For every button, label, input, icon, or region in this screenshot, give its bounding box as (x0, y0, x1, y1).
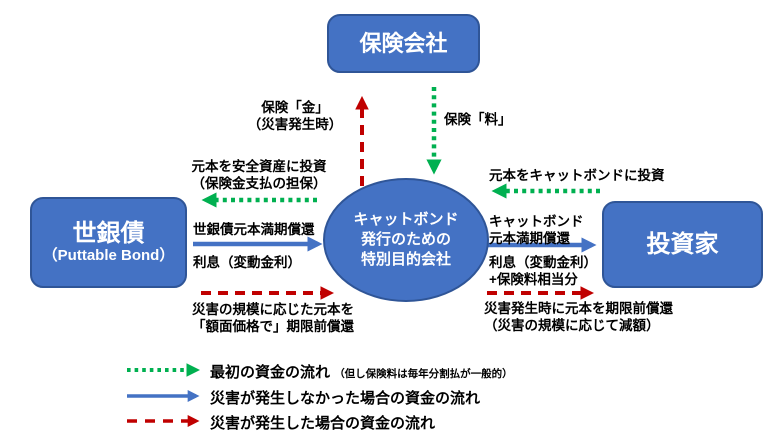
spv-label-line1: キャットボンド (353, 211, 459, 229)
cat-bond-maturity-label-below: 利息（変動金利） +保険料相当分 (489, 255, 597, 287)
wb-bond-early-label: 災害の規模に応じた元本を 「額面価格で」期限前償還 (192, 302, 354, 334)
wb-bond-maturity-label-above: 世銀債元本満期償還 (193, 222, 315, 237)
node-insurance-company: 保険会社 (327, 14, 480, 73)
world-bank-bond-sublabel: （Puttable Bond） (42, 247, 175, 265)
spv-label-line2: 発行のための (360, 231, 451, 249)
node-investors: 投資家 (602, 201, 763, 288)
invest-cat-bond-label: 元本をキャットボンドに投資 (489, 168, 665, 183)
world-bank-bond-label: 世銀債 (72, 219, 145, 247)
legend-no-disaster-label: 災害が発生しなかった場合の資金の流れ (210, 390, 481, 407)
legend-initial-note: （但し保険料は毎年分割払が一般的） (334, 368, 513, 380)
cat-bond-maturity-label-above: キャットボンド 元本満期償還 (489, 214, 584, 246)
spv-label-line3: 特別目的会社 (360, 250, 451, 268)
cat-bond-early-label: 災害発生時に元本を期限前償還 （災害の規模に応じて減額） (484, 301, 673, 333)
legend-initial-label: 最初の資金の流れ （但し保険料は毎年分割払が一般的） (210, 364, 513, 381)
legend-disaster-label: 災害が発生した場合の資金の流れ (210, 415, 436, 432)
node-world-bank-bond: 世銀債 （Puttable Bond） (30, 197, 187, 288)
insurance-premium-label: 保険「料」 (444, 112, 512, 127)
node-spv: キャットボンド 発行のための 特別目的会社 (323, 178, 489, 302)
invest-safe-assets-label: 元本を安全資産に投資 （保険金支払の担保） (191, 159, 327, 191)
insurance-claim-label: 保険「金」 （災害発生時） (247, 100, 343, 132)
insurance-company-label: 保険会社 (359, 30, 448, 56)
wb-bond-maturity-label-below: 利息（変動金利） (193, 255, 301, 270)
investors-label: 投資家 (646, 230, 719, 258)
